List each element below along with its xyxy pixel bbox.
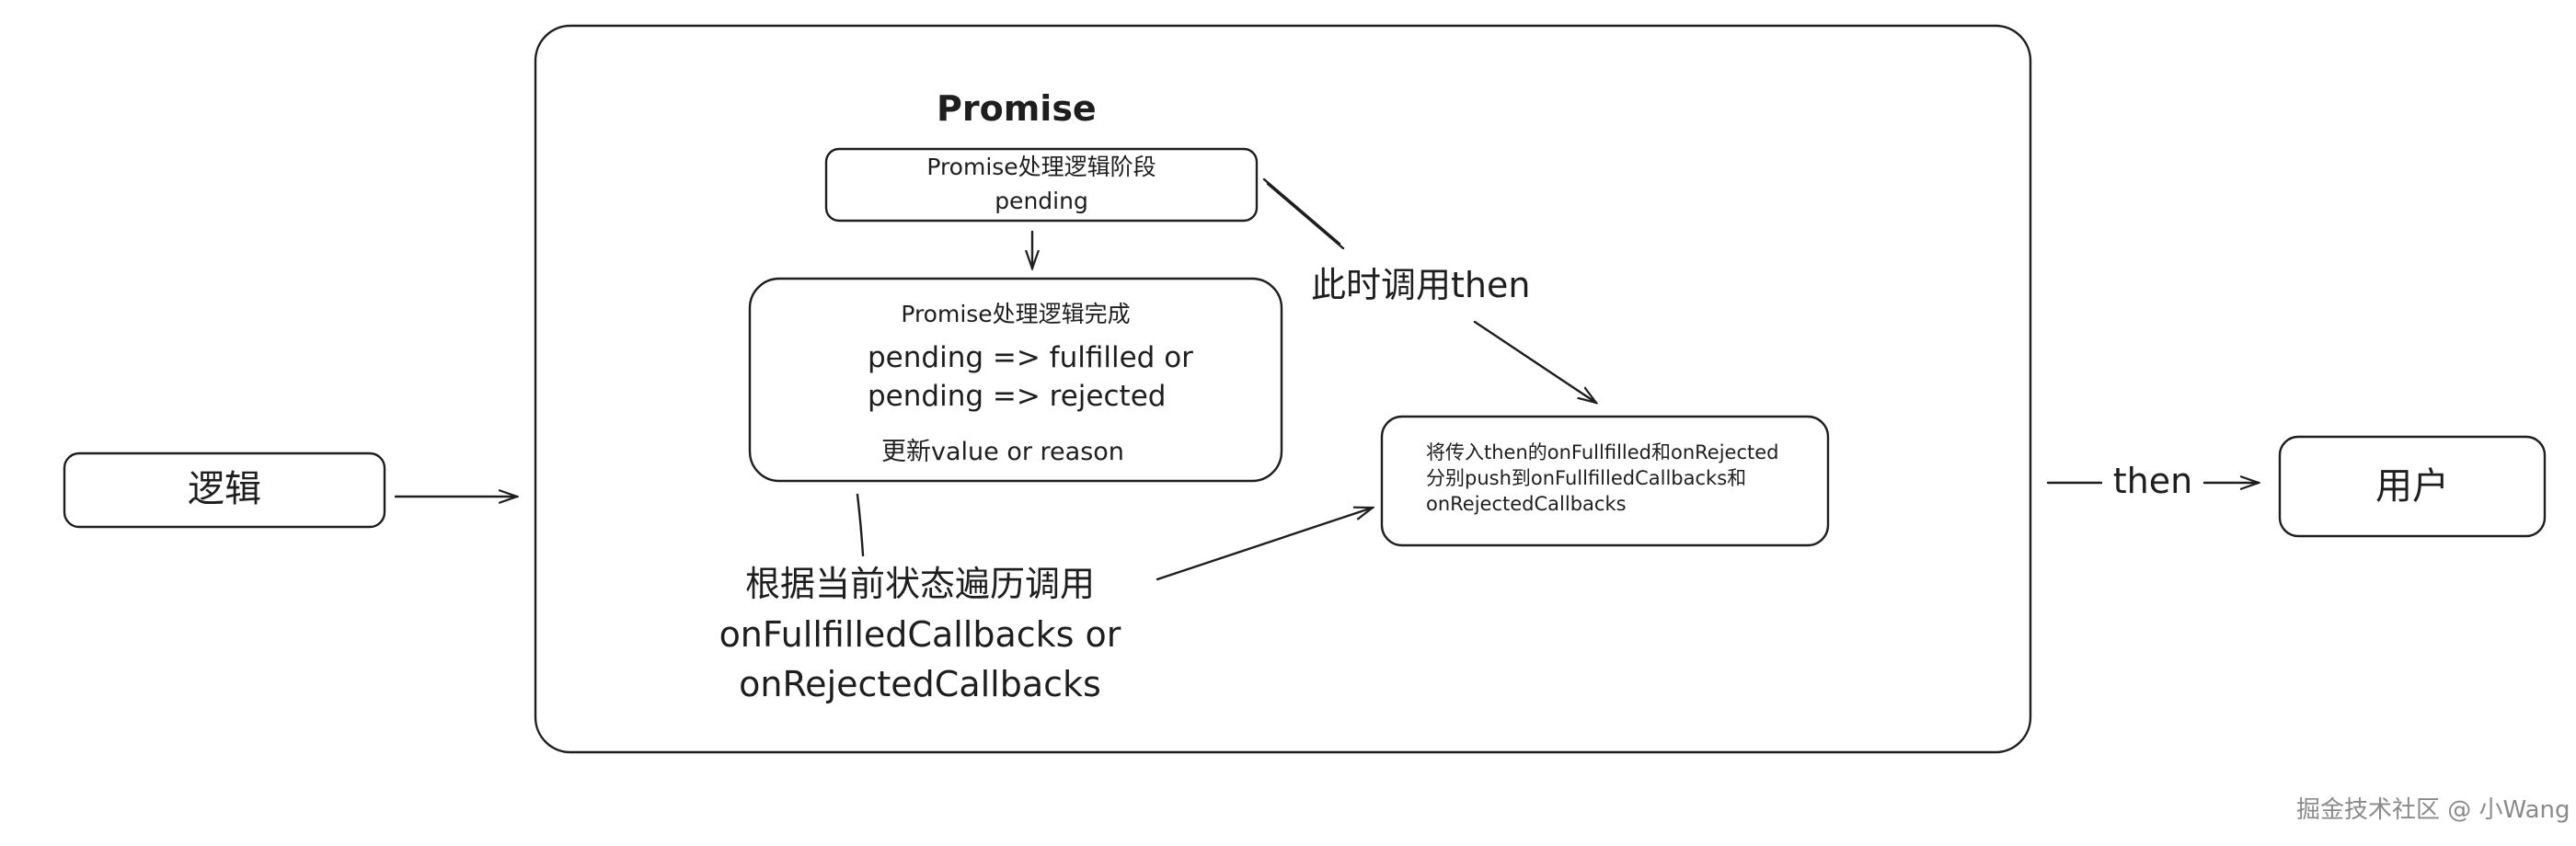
user-node-label: 用户 — [2375, 465, 2449, 508]
logic-node-box — [63, 452, 386, 529]
arrow-done-to-traverse — [856, 493, 865, 557]
done-node-box — [748, 277, 1283, 483]
then-box-line2: 分别push到onFullfilledCallbacks和 — [1426, 467, 1747, 489]
pending-box-line2: pending — [995, 188, 1088, 214]
pending-node-box — [824, 147, 1259, 223]
traverse-edge-label-line1: 根据当前状态遍历调用 — [744, 564, 1095, 604]
then-box-line1: 将传入then的onFullfilled和onRejected — [1426, 441, 1779, 463]
arrow-label-to-then-box — [1473, 320, 1596, 403]
then-node-box — [1380, 415, 1830, 547]
traverse-edge-label-line3: onRejectedCallbacks — [739, 664, 1101, 704]
then-box-line3: onRejectedCallbacks — [1426, 493, 1627, 515]
user-node-box — [2278, 435, 2547, 538]
done-box-line4: 更新value or reason — [881, 438, 1124, 466]
promise-container — [534, 24, 2032, 754]
arrow-traverse-to-then-box — [1156, 508, 1373, 581]
done-box-line2: pending => fulfilled or — [868, 341, 1193, 374]
promise-title: Promise — [937, 88, 1097, 129]
logic-node-label: 逻辑 — [188, 468, 261, 510]
arrow-pending-to-label-b — [1266, 182, 1345, 250]
traverse-edge-label-line2: onFullfilledCallbacks or — [719, 614, 1121, 655]
then-to-user-edge-label: then — [2112, 461, 2193, 501]
watermark: 掘金技术社区 @ 小Wang — [2296, 796, 2570, 824]
arrow-pending-to-label-a — [1262, 177, 1341, 246]
done-box-line3: pending => rejected — [868, 380, 1167, 413]
pending-box-line1: Promise处理逻辑阶段 — [926, 154, 1156, 180]
call-then-edge-label: 此时调用then — [1311, 265, 1531, 305]
done-box-line1: Promise处理逻辑完成 — [901, 301, 1131, 327]
